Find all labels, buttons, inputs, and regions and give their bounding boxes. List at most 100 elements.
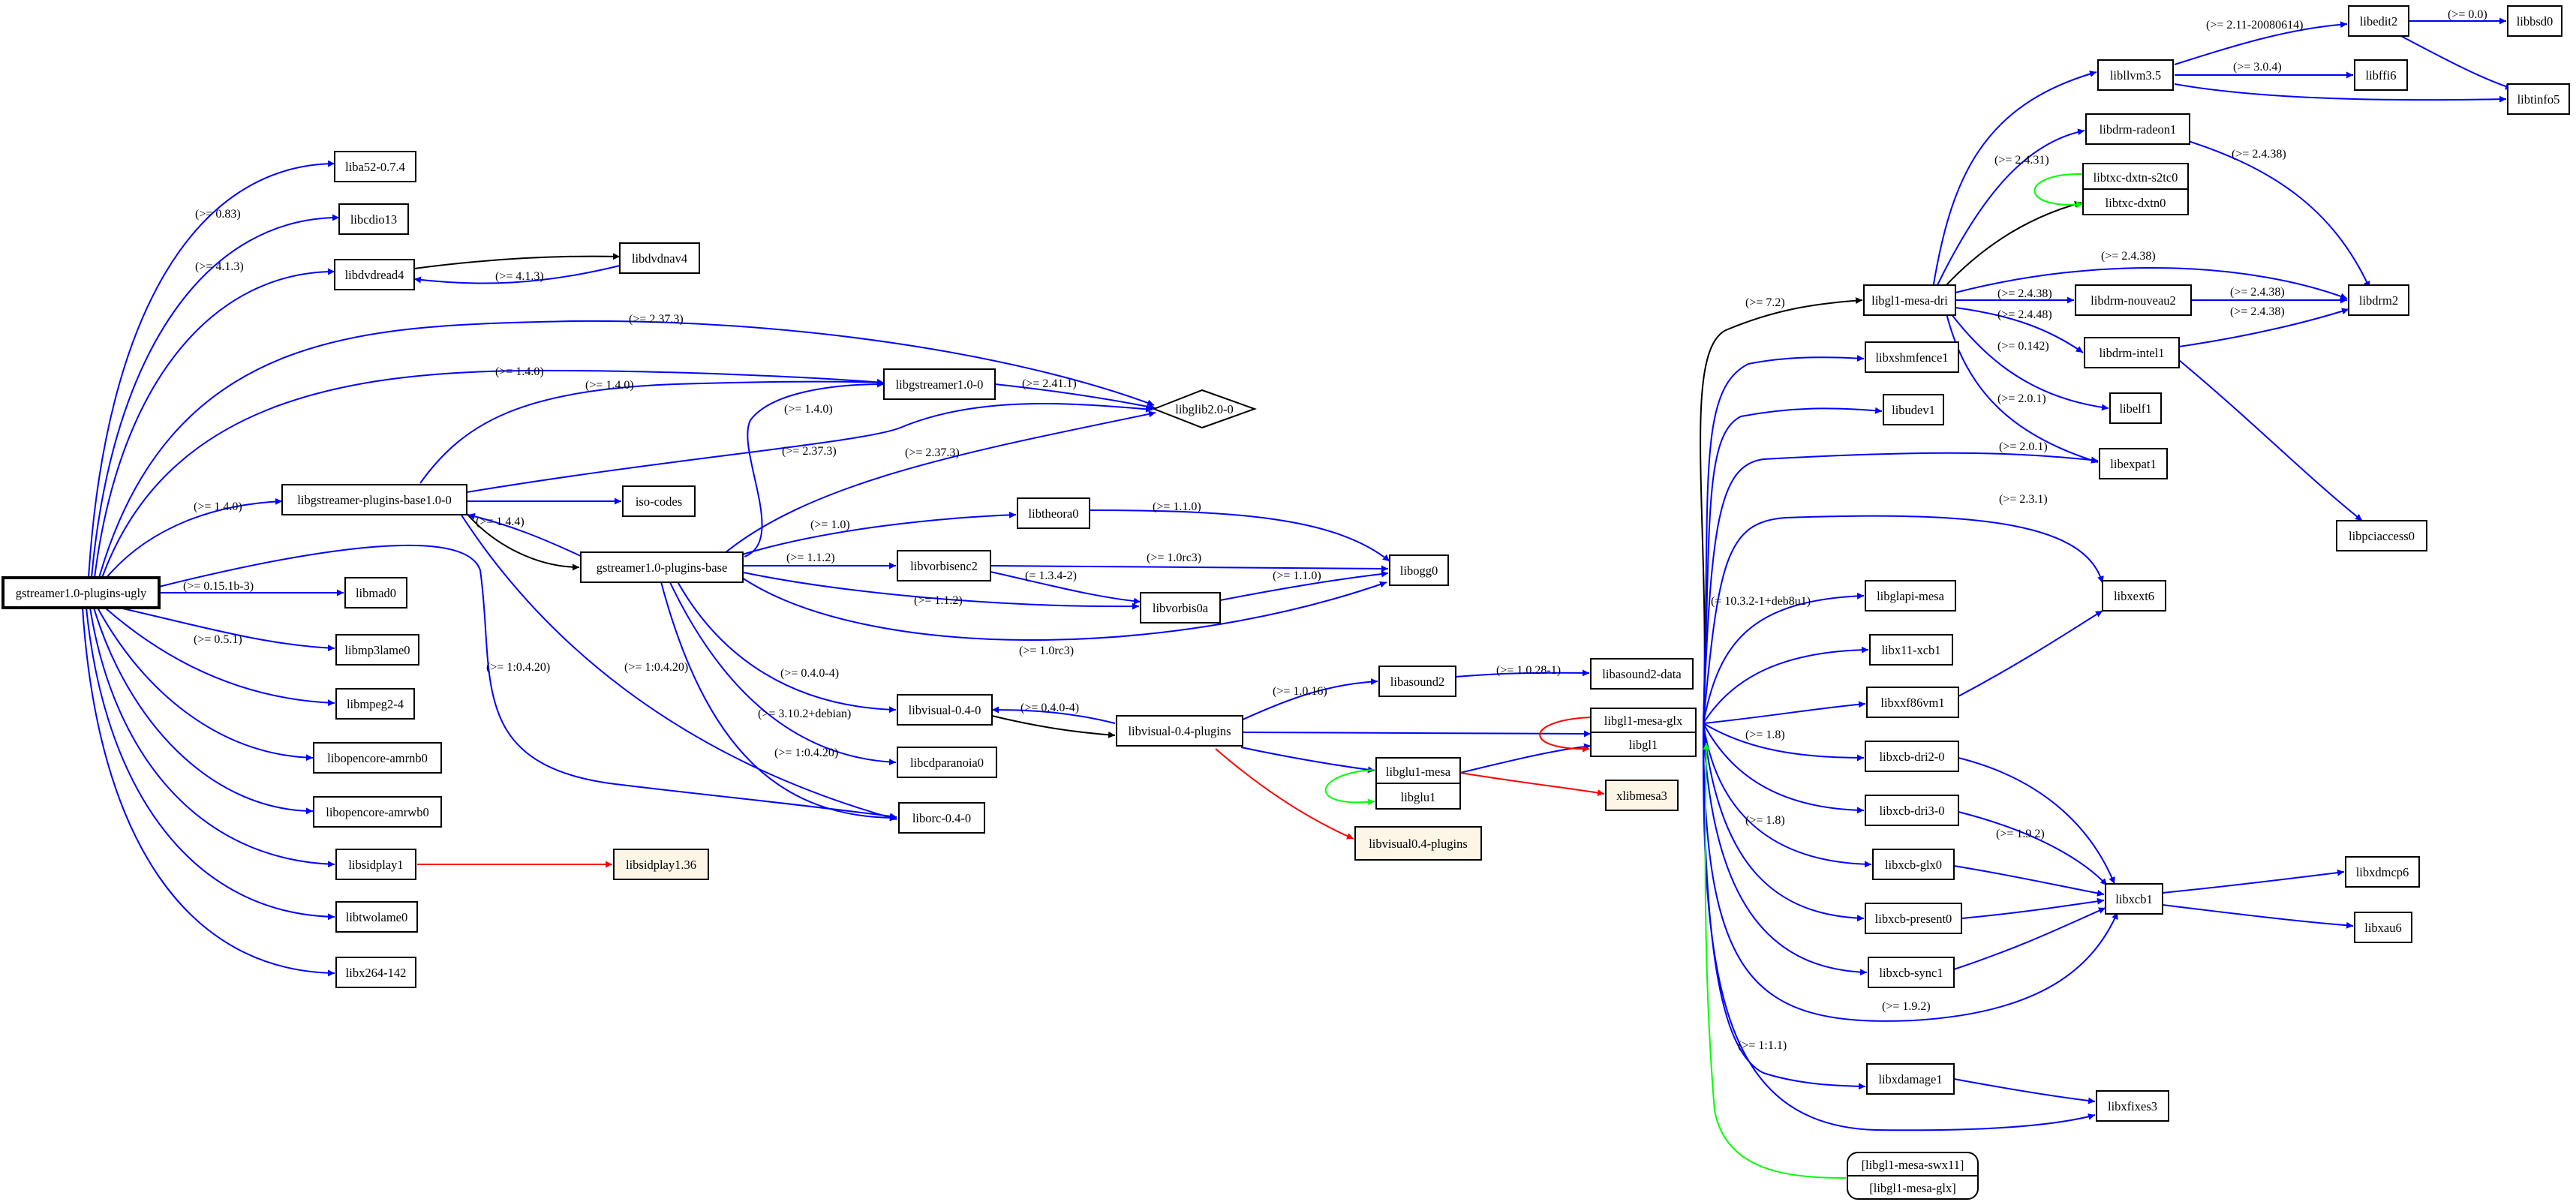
node-label: libopencore-amrnb0 — [327, 751, 428, 765]
node-libllvm3-5[interactable]: libllvm3.5 — [2097, 59, 2174, 91]
node-libasound2[interactable]: libasound2 — [1378, 666, 1456, 697]
edge-dri-libdrm-intel1 — [1955, 307, 2084, 353]
node-libudev1[interactable]: libudev1 — [1883, 394, 1944, 425]
node-label: libvisual-0.4-0 — [909, 703, 981, 717]
node-libxcb-dri2-0[interactable]: libxcb-dri2-0 — [1865, 741, 1959, 772]
node-label: libxcb-dri2-0 — [1879, 750, 1944, 764]
node-libxcb1[interactable]: libxcb1 — [2105, 883, 2163, 915]
label-xcb-dri2: (>= 1.8) — [1745, 729, 1785, 741]
node-libxext6[interactable]: libxext6 — [2102, 580, 2166, 612]
edge-glx-libxdamage1 — [1703, 723, 1866, 1090]
edge-dri-libdrm-radeon1 — [1935, 128, 2085, 289]
label-xcb-sync: (>= 1.9.2) — [1882, 1000, 1931, 1013]
node-libvisual0-4-plugins[interactable]: libvisual0.4-plugins — [1354, 826, 1482, 861]
node-libdvdread4[interactable]: libdvdread4 — [334, 259, 415, 290]
node-iso-codes[interactable]: iso-codes — [622, 485, 696, 517]
node-liba52[interactable]: liba52-0.7.4 — [334, 151, 416, 182]
node-xlibmesa3[interactable]: xlibmesa3 — [1605, 780, 1679, 811]
node-libdrm2[interactable]: libdrm2 — [2348, 284, 2409, 316]
node-libcdparanoia0[interactable]: libcdparanoia0 — [897, 747, 997, 778]
node-libgl1-mesa-glx[interactable]: libgl1-mesa-glx libgl1 — [1590, 708, 1697, 757]
node-libxcb-glx0[interactable]: libxcb-glx0 — [1872, 849, 1955, 880]
node-libasound2-data[interactable]: libasound2-data — [1590, 658, 1694, 690]
edge-dri-libllvm — [1932, 71, 2097, 289]
node-gstreamer1-0-plugins-ugly[interactable]: gstreamer1.0-plugins-ugly — [2, 576, 161, 609]
node-libdrm-nouveau2[interactable]: libdrm-nouveau2 — [2075, 284, 2192, 316]
label-vorbis-base: (>= 1.1.2) — [914, 594, 963, 607]
node-libmad0[interactable]: libmad0 — [344, 577, 407, 609]
label-mad: (>= 0.15.1b-3) — [183, 580, 254, 593]
edge-xcb-dri2-libxcb1 — [1958, 757, 2115, 885]
node-gstreamer1-0-plugins-base[interactable]: gstreamer1.0-plugins-base — [580, 551, 744, 583]
node-libvorbisenc2[interactable]: libvorbisenc2 — [897, 550, 991, 581]
node-libsidplay1-36[interactable]: libsidplay1.36 — [613, 849, 709, 880]
node-libpciaccess0[interactable]: libpciaccess0 — [2336, 520, 2427, 551]
node-libelf1[interactable]: libelf1 — [2109, 392, 2162, 424]
node-libedit2[interactable]: libedit2 — [2348, 5, 2409, 37]
node-libxshmfence1[interactable]: libxshmfence1 — [1865, 341, 1959, 373]
node-libmp3lame0[interactable]: libmp3lame0 — [335, 634, 419, 666]
node-libgl1-mesa-dri[interactable]: libgl1-mesa-dri — [1863, 284, 1956, 316]
label-visual-plugins: (>= 0.4.0-4) — [1020, 702, 1079, 714]
node-libdvdnav4[interactable]: libdvdnav4 — [619, 242, 700, 274]
edge-libxcb1-libxau6 — [2162, 904, 2354, 929]
node-libglu1-mesa[interactable]: libglu1-mesa libglu1 — [1375, 757, 1461, 810]
node-libxxf86vm1[interactable]: libxxf86vm1 — [1866, 687, 1959, 718]
node-libogg0[interactable]: libogg0 — [1389, 554, 1449, 586]
node-libxcb-dri3-0[interactable]: libxcb-dri3-0 — [1865, 795, 1959, 826]
edge-base-libogg0 — [739, 575, 1387, 642]
node-libopencore-amrwb0[interactable]: libopencore-amrwb0 — [313, 796, 442, 828]
node-libglapi-mesa[interactable]: libglapi-mesa — [1865, 580, 1956, 612]
edge-xdamage-libxfixes3 — [1953, 1078, 2096, 1104]
label-ogg-base: (>= 1.0rc3) — [1019, 645, 1074, 657]
label-pb-base: (>= 1.4.4) — [476, 515, 525, 528]
node-libxdmcp6[interactable]: libxdmcp6 — [2345, 856, 2420, 888]
node-libgstreamer-plugins-base1-0-0[interactable]: libgstreamer-plugins-base1.0-0 — [281, 484, 467, 515]
node-libopencore-amrnb0[interactable]: libopencore-amrnb0 — [313, 742, 442, 774]
node-libbsd0[interactable]: libbsd0 — [2507, 5, 2562, 37]
node-label: [libgl1-mesa-swx11] — [1862, 1158, 1964, 1172]
node-libmpeg2-4[interactable]: libmpeg2-4 — [335, 688, 415, 720]
node-label: libsidplay1.36 — [626, 858, 696, 872]
node-libglib2-0-0[interactable]: libglib2.0-0 — [1152, 389, 1257, 429]
edge-base-libtheora0 — [739, 511, 1017, 556]
node-label: libx11-xcb1 — [1881, 643, 1940, 657]
node-libexpat1[interactable]: libexpat1 — [2099, 448, 2168, 479]
node-label-virtual: libgl1 — [1629, 738, 1658, 752]
node-libxcb-present0[interactable]: libxcb-present0 — [1865, 903, 1962, 934]
node-libxau6[interactable]: libxau6 — [2354, 912, 2412, 943]
node-libffi6[interactable]: libffi6 — [2354, 59, 2408, 91]
edge-base-libvorbis0a — [739, 571, 1140, 610]
node-libtxc-dxtn[interactable]: libtxc-dxtn-s2tc0 libtxc-dxtn0 — [2082, 163, 2189, 215]
node-libtinfo5[interactable]: libtinfo5 — [2507, 83, 2570, 115]
edge-plugins-libgl1 — [1242, 730, 1592, 738]
node-libxdamage1[interactable]: libxdamage1 — [1866, 1063, 1955, 1095]
node-label: libexpat1 — [2110, 457, 2156, 471]
node-libxfixes3[interactable]: libxfixes3 — [2096, 1090, 2169, 1122]
edges — [82, 17, 2513, 1179]
node-label: libxdmcp6 — [2356, 865, 2409, 879]
node-libtheora0[interactable]: libtheora0 — [1017, 497, 1090, 529]
nodes: gstreamer1.0-plugins-ugly liba52-0.7.4 l… — [2, 5, 2570, 1200]
node-libgstreamer1-0-0[interactable]: libgstreamer1.0-0 — [883, 368, 996, 400]
node-libvisual-0-4-plugins[interactable]: libvisual-0.4-plugins — [1116, 715, 1243, 747]
node-libdrm-intel1[interactable]: libdrm-intel1 — [2084, 337, 2180, 368]
node-label: libxext6 — [2114, 589, 2154, 603]
node-libtwolame0[interactable]: libtwolame0 — [335, 901, 418, 933]
node-libxcb-sync1[interactable]: libxcb-sync1 — [1868, 957, 1955, 988]
node-libvisual-0-4-0[interactable]: libvisual-0.4-0 — [897, 694, 993, 726]
node-label: gstreamer1.0-plugins-base — [597, 560, 728, 575]
node-label: libdrm-radeon1 — [2100, 122, 2177, 137]
node-libcdio13[interactable]: libcdio13 — [338, 203, 409, 235]
node-libgl1-mesa-swx11[interactable]: [libgl1-mesa-swx11] [libgl1-mesa-glx] — [1847, 1152, 1979, 1200]
node-liborc-0-4-0[interactable]: liborc-0.4-0 — [898, 802, 985, 834]
node-libdrm-radeon1[interactable]: libdrm-radeon1 — [2085, 113, 2190, 145]
node-libx264-142[interactable]: libx264-142 — [335, 957, 416, 988]
edge-plugins-libglu — [1240, 747, 1375, 774]
edge-xxf86vm-libxext6 — [1958, 610, 2103, 697]
label-cdparanoia: (>= 3.10.2+debian) — [758, 708, 851, 720]
node-libvorbis0a[interactable]: libvorbis0a — [1140, 592, 1221, 624]
node-label: libelf1 — [2119, 401, 2151, 416]
node-libx11-xcb1[interactable]: libx11-xcb1 — [1869, 634, 1953, 666]
node-libsidplay1[interactable]: libsidplay1 — [335, 849, 416, 880]
